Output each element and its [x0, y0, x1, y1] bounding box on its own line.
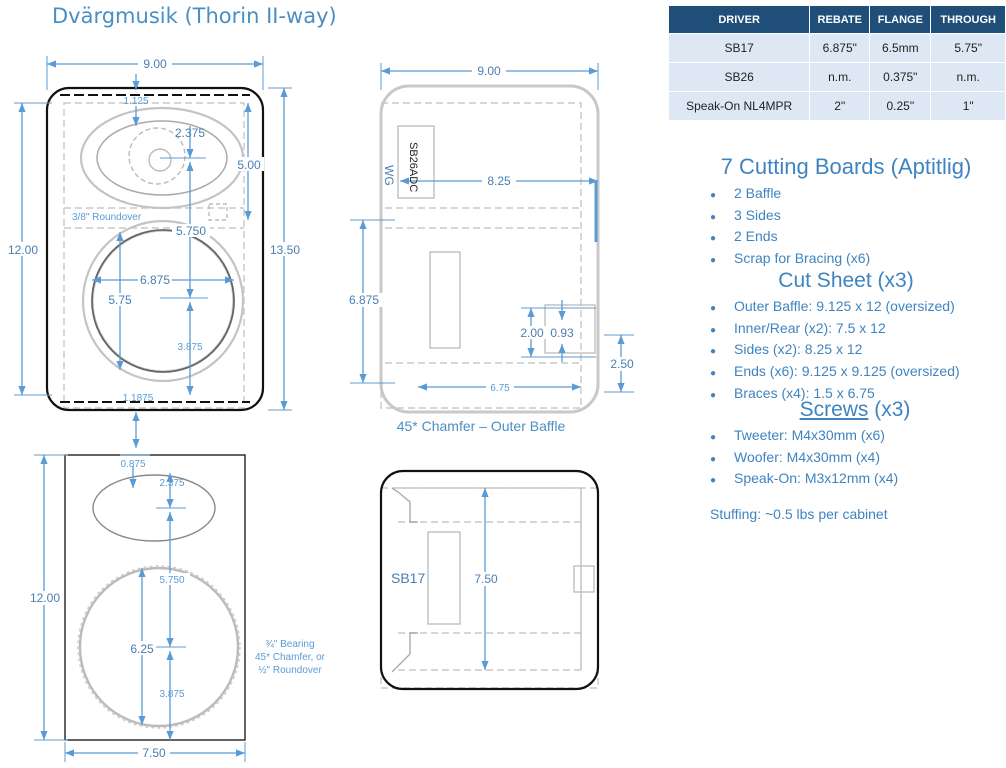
- list-item: ●3 Sides: [710, 206, 781, 223]
- cutting-boards-heading: 7 Cutting Boards (Aptitlig): [720, 154, 972, 179]
- screws-heading: Screws (x3): [799, 398, 911, 421]
- front-outer-height-dim: 13.50: [270, 243, 300, 257]
- side-sb26-label: SB26ADC: [407, 142, 419, 192]
- list-item: ●Ends (x6): 9.125 x 9.125 (oversized): [710, 363, 960, 380]
- baffle-outline: [64, 454, 246, 741]
- front-top-offset-dim: 1.125: [123, 96, 148, 107]
- front-view: 9.00 12.00 13.50 1.125 2.375 5.00 3/8" R…: [6, 56, 302, 448]
- front-bottom-dim: 1.1875: [123, 393, 154, 404]
- front-port-dim: 5.00: [237, 158, 261, 172]
- side-wg-label: WG: [382, 165, 396, 186]
- cut-sheet-section: Cut Sheet (x3) ●Outer Baffle: 9.125 x 12…: [710, 269, 982, 406]
- list-item: ●2 Baffle: [710, 185, 782, 201]
- side-terminal-dim: 2.50: [610, 357, 634, 371]
- list-item: ●2 Ends: [710, 228, 778, 245]
- front-woofer-dia-dim: 6.875: [140, 273, 170, 287]
- table-cell: 6.5mm: [869, 33, 931, 63]
- baffle-woofer-low-dim: 3.875: [159, 689, 184, 700]
- table-cell: SB26: [669, 62, 810, 92]
- baffle-height-dim: 12.00: [30, 591, 60, 605]
- top-depth-dim: 7.50: [474, 572, 498, 586]
- woofer-cutout: [91, 229, 235, 373]
- stuffing-note: Stuffing: ~0.5 lbs per cabinet: [710, 506, 888, 522]
- front-woofer-inner-dim: 5.75: [108, 293, 132, 307]
- baffle-tweeter-cutout: [92, 474, 216, 542]
- list-item: ●Tweeter: M4x30mm (x6): [710, 427, 885, 443]
- table-cell: 6.875": [809, 33, 870, 63]
- col-driver: DRIVER: [669, 6, 810, 34]
- side-view: 9.00 8.25 WG SB26ADC 6.875 2.00 0.93 6.7…: [345, 63, 639, 434]
- table-cell: n.m.: [809, 62, 870, 92]
- baffle-woofer-cutout: [78, 566, 240, 728]
- top-sb17-label: SB17: [391, 570, 425, 586]
- table-cell: 5.75": [930, 33, 1005, 63]
- side-brace-dim: 6.75: [490, 383, 510, 394]
- baffle-top-dim: 0.875: [120, 459, 145, 470]
- table-cell: SB17: [669, 33, 810, 63]
- col-through: THROUGH: [930, 6, 1005, 34]
- col-flange: FLANGE: [869, 6, 931, 34]
- table-row: Speak-On NL4MPR 2" 0.25" 1": [669, 91, 1005, 120]
- screws-section: Screws (x3) ●Tweeter: M4x30mm (x6) ●Woof…: [710, 398, 1000, 491]
- baffle-woofer-cut-dim: 6.25: [130, 642, 154, 656]
- table-cell: 2": [809, 91, 870, 120]
- list-item: ●Sides (x2): 8.25 x 12: [710, 341, 863, 358]
- list-item: ●Speak-On: M3x12mm (x4): [710, 470, 899, 487]
- driver-table: DRIVER REBATE FLANGE THROUGH SB17 6.875"…: [669, 6, 1005, 120]
- list-item: ●Braces (x4): 1.5 x 6.75: [710, 384, 875, 401]
- table-cell: n.m.: [930, 62, 1005, 92]
- baffle-view: 0.875 2.375 12.00 5.750 6.25 3.875 7.50 …: [27, 454, 326, 762]
- table-cell: 0.25": [869, 91, 931, 120]
- front-inner-height-dim: 12.00: [8, 243, 38, 257]
- side-woofer-dim: 6.875: [349, 293, 379, 307]
- cut-sheet-heading: Cut Sheet (x3): [778, 269, 914, 292]
- table-cell: 0.375": [869, 62, 931, 92]
- table-row: SB26 n.m. 0.375" n.m.: [669, 62, 1005, 92]
- top-cabinet-outline: [379, 469, 600, 691]
- svg-text:¾" Bearing: ¾" Bearing: [265, 639, 314, 650]
- list-item: ●Outer Baffle: 9.125 x 12 (oversized): [710, 298, 955, 314]
- front-width-dim: 9.00: [143, 57, 167, 71]
- front-tweeter-offset-dim: 2.375: [175, 126, 205, 140]
- front-woofer-center-dim: 5.750: [176, 224, 206, 238]
- side-depth-dim: 8.25: [487, 174, 511, 188]
- list-item: ●Woofer: M4x30mm (x4): [710, 448, 880, 465]
- driver-table-header: DRIVER REBATE FLANGE THROUGH: [669, 6, 1005, 34]
- front-woofer-low-dim: 3.875: [177, 342, 202, 353]
- side-caption: 45* Chamfer – Outer Baffle: [397, 418, 566, 434]
- side-width-dim: 9.00: [477, 64, 501, 78]
- woofer-outer-ring: [81, 219, 245, 383]
- svg-text:45* Chamfer, or: 45* Chamfer, or: [255, 652, 326, 663]
- cutting-boards-section: 7 Cutting Boards (Aptitlig) ●2 Baffle ●3…: [710, 154, 982, 271]
- baffle-woofer-center-dim: 5.750: [159, 575, 184, 586]
- front-cabinet-outline: [45, 86, 265, 412]
- side-port-gap-dim: 2.00: [520, 326, 544, 340]
- table-cell: 1": [930, 91, 1005, 120]
- table-cell: Speak-On NL4MPR: [669, 91, 810, 120]
- baffle-width-dim: 7.50: [142, 746, 166, 760]
- list-item: ●Scrap for Bracing (x6): [710, 250, 871, 267]
- baffle-bearing-note: ¾" Bearing 45* Chamfer, or ½" Roundover: [255, 639, 326, 676]
- tweeter-waveguide: [96, 120, 228, 196]
- top-view: SB17 7.50: [379, 469, 600, 691]
- list-item: ●Inner/Rear (x2): 7.5 x 12: [710, 319, 886, 336]
- col-rebate: REBATE: [809, 6, 870, 34]
- baffle-tweeter-dim: 2.375: [159, 478, 184, 489]
- page-title: Dvärgmusik (Thorin II-way): [52, 4, 337, 28]
- table-row: SB17 6.875" 6.5mm 5.75": [669, 33, 1005, 63]
- svg-text:½" Roundover: ½" Roundover: [258, 665, 322, 676]
- front-roundover-note: 3/8" Roundover: [72, 212, 142, 223]
- side-port-small-dim: 0.93: [550, 326, 574, 340]
